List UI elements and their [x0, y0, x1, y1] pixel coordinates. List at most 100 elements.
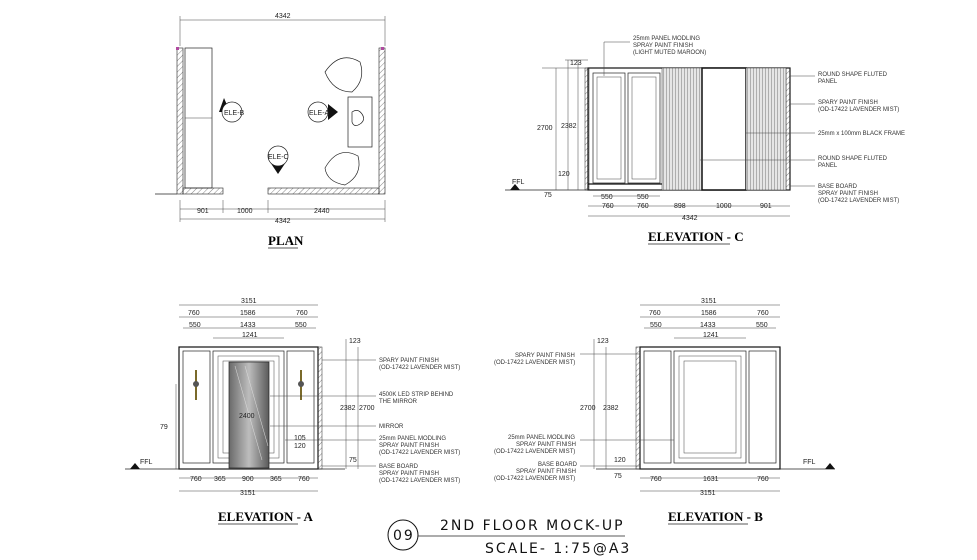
- svg-text:(OD-17422 LAVENDER MIST): (OD-17422 LAVENDER MIST): [494, 449, 575, 455]
- svg-text:2440: 2440: [314, 208, 330, 215]
- svg-text:760: 760: [188, 310, 200, 317]
- elevation-a-title: ELEVATION - A: [218, 509, 313, 524]
- elevation-c: FFL 123 2700 2382 120 75 550 550 760 760…: [505, 36, 905, 245]
- svg-text:PANEL: PANEL: [818, 163, 838, 169]
- svg-text:(OD-17422 LAVENDER MIST): (OD-17422 LAVENDER MIST): [818, 107, 899, 113]
- svg-text:120: 120: [614, 457, 626, 464]
- svg-text:SPARY PAINT FINISH: SPARY PAINT FINISH: [379, 358, 439, 364]
- svg-text:(LIGHT MUTED MAROON): (LIGHT MUTED MAROON): [633, 50, 706, 56]
- svg-text:760: 760: [650, 476, 662, 483]
- svg-text:SPRAY PAINT FINISH: SPRAY PAINT FINISH: [379, 443, 439, 449]
- svg-text:3151: 3151: [241, 298, 257, 305]
- svg-text:1433: 1433: [240, 322, 256, 329]
- svg-text:901: 901: [760, 203, 772, 210]
- svg-text:1433: 1433: [700, 322, 716, 329]
- svg-text:(OD-17422 LAVENDER MIST): (OD-17422 LAVENDER MIST): [494, 476, 575, 482]
- svg-text:760: 760: [649, 310, 661, 317]
- svg-text:123: 123: [597, 338, 609, 345]
- svg-text:365: 365: [214, 476, 226, 483]
- plan-title: PLAN: [268, 233, 304, 248]
- svg-text:760: 760: [602, 203, 614, 210]
- svg-text:BASE BOARD: BASE BOARD: [818, 184, 858, 190]
- svg-text:760: 760: [296, 310, 308, 317]
- svg-text:(OD-17422 LAVENDER MIST): (OD-17422 LAVENDER MIST): [379, 450, 460, 456]
- svg-text:25mm x 100mm BLACK FRAME: 25mm x 100mm BLACK FRAME: [818, 131, 905, 137]
- svg-text:1000: 1000: [716, 203, 732, 210]
- svg-text:1241: 1241: [242, 332, 258, 339]
- svg-text:SPRAY PAINT FINISH: SPRAY PAINT FINISH: [516, 469, 576, 475]
- svg-text:4342: 4342: [682, 215, 698, 222]
- svg-text:ROUND SHAPE FLUTED: ROUND SHAPE FLUTED: [818, 156, 888, 162]
- plan-dim-bottom: 4342: [275, 218, 291, 225]
- svg-text:FFL: FFL: [140, 459, 153, 466]
- svg-text:1241: 1241: [703, 332, 719, 339]
- svg-text:1000: 1000: [237, 208, 253, 215]
- svg-text:ELE-C: ELE-C: [268, 154, 289, 161]
- svg-text:ELE-A: ELE-A: [309, 110, 330, 117]
- svg-text:(OD-17422 LAVENDER MIST): (OD-17422 LAVENDER MIST): [818, 198, 899, 204]
- svg-text:75: 75: [349, 457, 357, 464]
- svg-text:760: 760: [190, 476, 202, 483]
- svg-text:3151: 3151: [701, 298, 717, 305]
- svg-text:760: 760: [637, 203, 649, 210]
- svg-text:79: 79: [160, 424, 168, 431]
- svg-text:901: 901: [197, 208, 209, 215]
- svg-text:2400: 2400: [239, 413, 255, 420]
- svg-text:898: 898: [674, 203, 686, 210]
- sheet-scale: SCALE- 1:75@A3: [485, 541, 631, 557]
- svg-text:1586: 1586: [240, 310, 256, 317]
- svg-text:105: 105: [294, 435, 306, 442]
- svg-text:ROUND SHAPE FLUTED: ROUND SHAPE FLUTED: [818, 72, 888, 78]
- svg-text:3151: 3151: [700, 490, 716, 497]
- elevation-a: 3151 760 1586 760 550 1433 550 1241 FFL: [125, 298, 460, 525]
- svg-text:550: 550: [295, 322, 307, 329]
- marker-ele-a: ELE-A: [307, 101, 338, 123]
- elevation-c-title: ELEVATION - C: [648, 229, 744, 244]
- marker-ele-b: ELE-B: [219, 98, 245, 123]
- title-block: 09 2ND FLOOR MOCK-UP SCALE- 1:75@A3: [387, 518, 631, 557]
- svg-text:550: 550: [650, 322, 662, 329]
- svg-text:FFL: FFL: [512, 179, 525, 186]
- svg-text:900: 900: [242, 476, 254, 483]
- svg-text:123: 123: [349, 338, 361, 345]
- svg-text:2700: 2700: [537, 125, 553, 132]
- svg-text:760: 760: [298, 476, 310, 483]
- svg-text:THE MIRROR: THE MIRROR: [379, 399, 418, 405]
- elevation-b: 3151 760 1586 760 550 1433 550 1241 FFL …: [494, 298, 835, 525]
- svg-text:SPRAY PAINT FINISH: SPRAY PAINT FINISH: [379, 471, 439, 477]
- svg-text:SPRAY PAINT FINISH: SPRAY PAINT FINISH: [818, 191, 878, 197]
- svg-text:2382: 2382: [340, 405, 356, 412]
- svg-text:(OD-17422 LAVENDER MIST): (OD-17422 LAVENDER MIST): [379, 365, 460, 371]
- svg-text:(OD-17422 LAVENDER MIST): (OD-17422 LAVENDER MIST): [494, 360, 575, 366]
- svg-text:SPRAY PAINT FINISH: SPRAY PAINT FINISH: [516, 442, 576, 448]
- svg-text:365: 365: [270, 476, 282, 483]
- plan-dim-top: 4342: [275, 13, 291, 20]
- svg-text:SPARY PAINT FINISH: SPARY PAINT FINISH: [515, 353, 575, 359]
- svg-text:123: 123: [570, 60, 582, 67]
- marker-ele-c: ELE-C: [267, 145, 289, 174]
- svg-text:FFL: FFL: [803, 459, 816, 466]
- svg-text:3151: 3151: [240, 490, 256, 497]
- svg-text:(OD-17422 LAVENDER MIST): (OD-17422 LAVENDER MIST): [379, 478, 460, 484]
- svg-text:1586: 1586: [701, 310, 717, 317]
- svg-text:2382: 2382: [603, 405, 619, 412]
- plan-view: 4342 ELE-B ELE-A ELE-C: [155, 13, 386, 249]
- svg-text:4500K LED STRIP BEHIND: 4500K LED STRIP BEHIND: [379, 392, 454, 398]
- svg-text:75: 75: [544, 192, 552, 199]
- svg-text:BASE BOARD: BASE BOARD: [538, 462, 578, 468]
- svg-text:PANEL: PANEL: [818, 79, 838, 85]
- sheet-number: 09: [393, 528, 415, 544]
- svg-text:25mm PANEL MODLING: 25mm PANEL MODLING: [508, 435, 575, 441]
- svg-text:ELE-B: ELE-B: [224, 110, 245, 117]
- svg-text:BASE BOARD: BASE BOARD: [379, 464, 419, 470]
- svg-text:SPRAY PAINT FINISH: SPRAY PAINT FINISH: [633, 43, 693, 49]
- svg-text:2700: 2700: [359, 405, 375, 412]
- svg-text:75: 75: [614, 473, 622, 480]
- elevation-b-title: ELEVATION - B: [668, 509, 763, 524]
- svg-text:550: 550: [637, 194, 649, 201]
- svg-text:550: 550: [189, 322, 201, 329]
- svg-text:550: 550: [601, 194, 613, 201]
- svg-text:120: 120: [294, 443, 306, 450]
- svg-text:2382: 2382: [561, 123, 577, 130]
- sheet-title: 2ND FLOOR MOCK-UP: [440, 518, 625, 534]
